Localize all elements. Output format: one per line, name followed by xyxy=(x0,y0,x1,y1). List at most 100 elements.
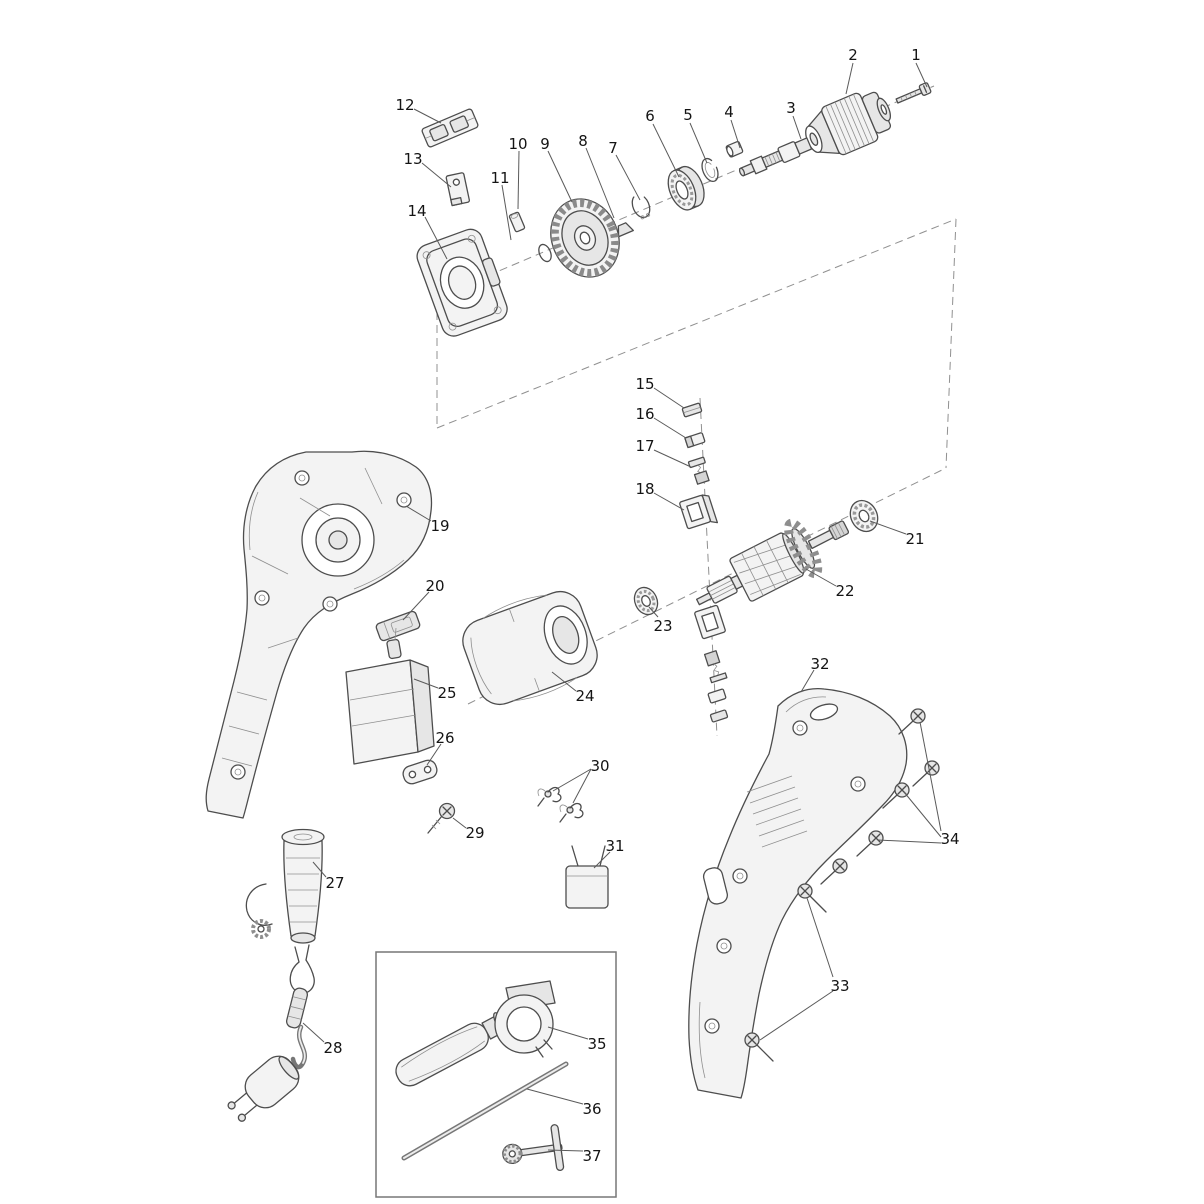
part-label-9: 9 xyxy=(540,135,550,153)
part-label-26: 26 xyxy=(435,729,454,747)
part-26-cord-clamp xyxy=(402,759,438,785)
leader-line-25 xyxy=(413,678,439,689)
part-36-depth-rod xyxy=(401,1061,569,1161)
part-13-bracket xyxy=(445,172,470,207)
leader-line-23 xyxy=(648,606,659,618)
leader-line-27 xyxy=(312,861,327,878)
part-20-brush-cap xyxy=(375,610,421,642)
part-label-2: 2 xyxy=(848,46,858,64)
part-label-18: 18 xyxy=(635,480,654,498)
part-2-chuck xyxy=(805,91,892,156)
part-31-capacitor xyxy=(565,845,609,909)
part-label-35: 35 xyxy=(587,1035,606,1053)
part-33-screws xyxy=(744,883,827,1062)
part-label-30: 30 xyxy=(590,757,609,775)
part-27-side-grip xyxy=(245,828,325,944)
leader-line-35 xyxy=(547,1026,589,1040)
part-label-1: 1 xyxy=(911,46,921,64)
part-9-gear xyxy=(550,198,620,278)
part-18-brush-holder xyxy=(679,494,719,530)
part-label-32: 32 xyxy=(810,655,829,673)
leader-line-20 xyxy=(402,591,430,621)
leader-line-3 xyxy=(792,115,802,140)
part-label-10: 10 xyxy=(508,135,527,153)
part-label-20: 20 xyxy=(425,577,444,595)
leader-line-34 xyxy=(903,791,942,838)
leader-line-6 xyxy=(652,123,680,178)
part-16-brush-plate xyxy=(684,432,706,449)
part-label-3: 3 xyxy=(786,99,796,117)
lower-carbon-brush xyxy=(703,650,728,684)
part-label-12: 12 xyxy=(395,96,414,114)
leader-line-17 xyxy=(653,449,692,468)
leader-line-32 xyxy=(800,669,815,693)
part-label-8: 8 xyxy=(578,132,588,150)
part-10-bushing xyxy=(508,211,526,233)
part-label-21: 21 xyxy=(905,530,924,548)
leader-line-26 xyxy=(426,743,442,766)
part-label-19: 19 xyxy=(430,517,449,535)
part-label-15: 15 xyxy=(635,375,654,393)
leader-line-16 xyxy=(653,417,687,439)
leader-line-22 xyxy=(805,568,837,587)
part-label-17: 17 xyxy=(635,437,654,455)
part-label-28: 28 xyxy=(323,1039,342,1057)
part-12-cover-plate xyxy=(421,108,479,148)
part-label-34: 34 xyxy=(940,830,959,848)
part-label-37: 37 xyxy=(582,1147,601,1165)
part-8-key xyxy=(617,222,634,238)
leader-line-36 xyxy=(526,1088,584,1105)
part-label-14: 14 xyxy=(407,202,426,220)
leader-line-31 xyxy=(593,851,611,869)
leader-line-1 xyxy=(915,62,928,88)
leader-line-34 xyxy=(877,839,942,844)
part-34-screws xyxy=(820,708,940,885)
lower-brush-holder xyxy=(694,604,726,640)
part-label-23: 23 xyxy=(653,617,672,635)
leader-line-11 xyxy=(501,184,512,241)
part-21-bearing xyxy=(849,499,879,533)
part-5-circlip xyxy=(701,157,719,183)
part-15-brush-plate xyxy=(681,402,703,418)
part-29-screw xyxy=(427,802,456,834)
part-label-27: 27 xyxy=(325,874,344,892)
leader-line-15 xyxy=(653,387,685,409)
part-1-screw xyxy=(895,82,932,104)
part-37-chuck-key xyxy=(502,1124,565,1172)
leader-line-30 xyxy=(572,768,592,804)
part-label-5: 5 xyxy=(683,106,693,124)
part-24-field-stator xyxy=(462,590,598,706)
leader-line-29 xyxy=(452,817,467,829)
part-35-auxiliary-handle xyxy=(395,980,556,1087)
leader-line-30 xyxy=(552,768,592,792)
leader-line-5 xyxy=(689,122,708,164)
part-25-switch xyxy=(345,627,435,765)
leader-line-8 xyxy=(585,147,615,219)
leader-line-14 xyxy=(424,216,448,260)
lower-brush-plate-2 xyxy=(709,709,729,723)
part-label-29: 29 xyxy=(465,824,484,842)
accessory-box xyxy=(375,951,617,1198)
leader-line-10 xyxy=(517,150,520,210)
part-label-13: 13 xyxy=(403,150,422,168)
part-label-25: 25 xyxy=(437,684,456,702)
leader-line-2 xyxy=(845,62,854,95)
part-labels: 1234567891011121314151617181920212223242… xyxy=(302,46,960,1165)
lower-brush-plate xyxy=(707,688,727,704)
part-label-11: 11 xyxy=(490,169,509,187)
leader-line-33 xyxy=(806,897,834,978)
part-30-brush-springs xyxy=(537,786,584,823)
part-label-6: 6 xyxy=(645,107,655,125)
leader-line-24 xyxy=(551,671,577,692)
part-label-22: 22 xyxy=(835,582,854,600)
leader-line-33 xyxy=(759,990,834,1041)
leader-line-13 xyxy=(421,162,452,188)
part-19-housing-left xyxy=(205,450,433,819)
part-label-36: 36 xyxy=(582,1100,601,1118)
part-label-7: 7 xyxy=(608,139,618,157)
leader-line-4 xyxy=(730,119,741,149)
part-11-ring xyxy=(538,243,552,263)
leader-line-37 xyxy=(547,1149,584,1152)
part-17-carbon-brush xyxy=(687,456,710,485)
